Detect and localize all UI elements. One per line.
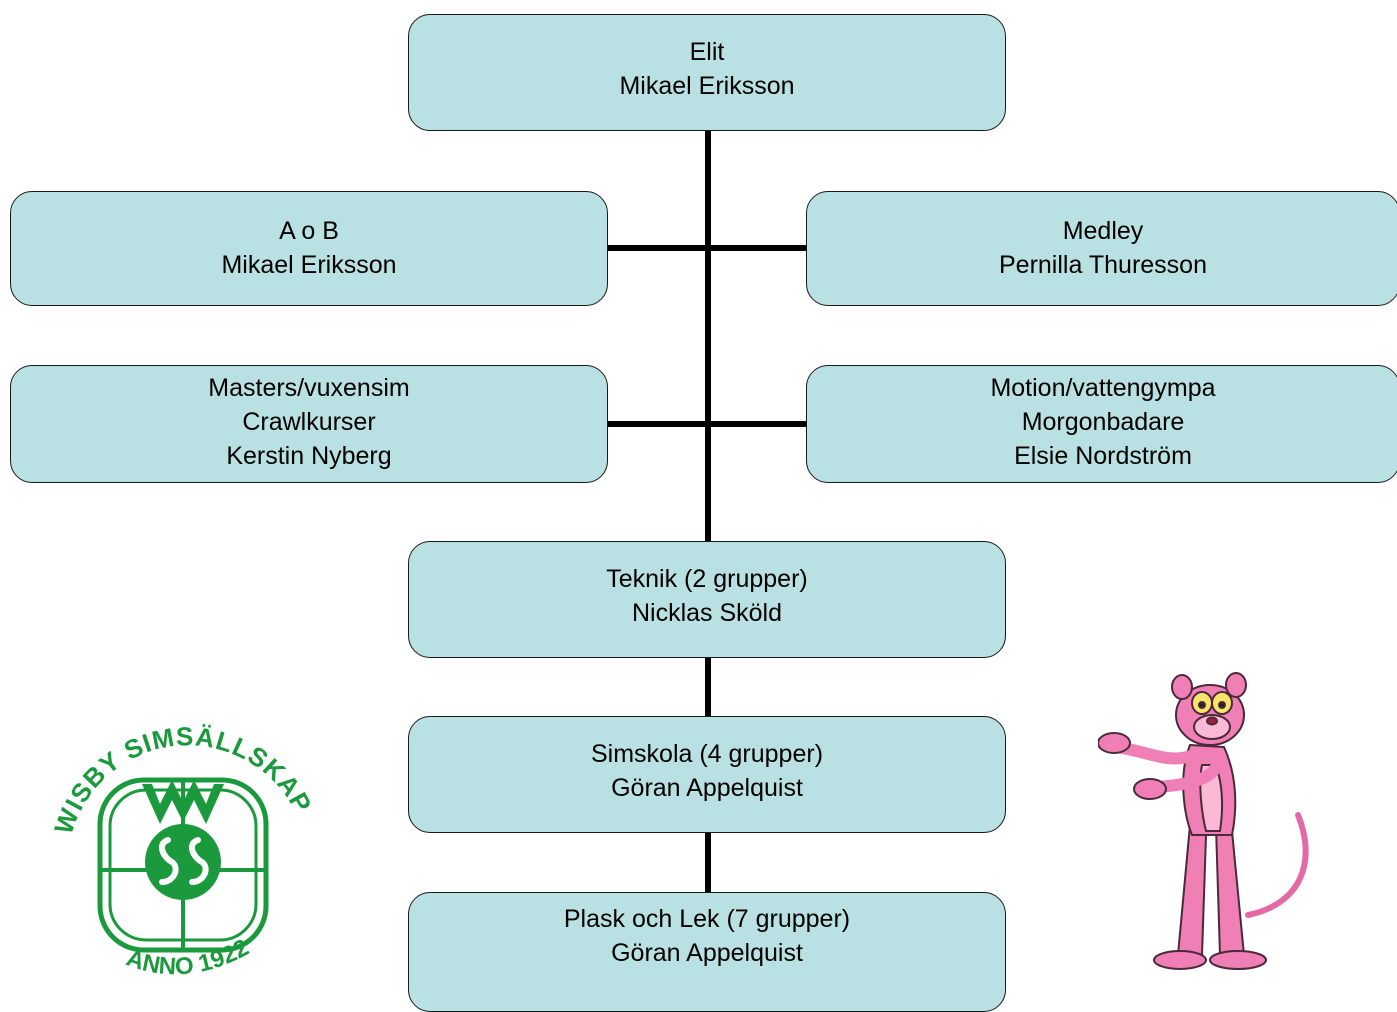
node-motion-subtitle: Morgonbadare <box>1021 408 1185 436</box>
node-elit-title: Elit <box>689 38 725 66</box>
node-simskola-leader: Göran Appelquist <box>611 774 803 802</box>
node-masters-leader: Kerstin Nyberg <box>226 442 392 470</box>
node-teknik: Teknik (2 grupper) Nicklas Sköld <box>408 541 1006 658</box>
node-motion-leader: Elsie Nordström <box>1014 442 1192 470</box>
pink-panther-icon <box>1098 672 1309 970</box>
node-elit: Elit Mikael Eriksson <box>408 14 1006 131</box>
node-plask-leader: Göran Appelquist <box>611 939 803 967</box>
node-simskola: Simskola (4 grupper) Göran Appelquist <box>408 716 1006 833</box>
node-masters: Masters/vuxensim Crawlkurser Kerstin Nyb… <box>10 365 608 483</box>
node-a-o-b-title: A o B <box>279 217 339 245</box>
node-simskola-title: Simskola (4 grupper) <box>590 740 824 768</box>
node-teknik-title: Teknik (2 grupper) <box>606 565 808 593</box>
node-plask-och-lek: Plask och Lek (7 grupper) Göran Appelqui… <box>408 892 1006 1012</box>
node-medley-leader: Pernilla Thuresson <box>999 251 1207 279</box>
node-masters-subtitle: Crawlkurser <box>242 408 376 436</box>
node-motion: Motion/vattengympa Morgonbadare Elsie No… <box>806 365 1397 483</box>
node-a-o-b-leader: Mikael Eriksson <box>221 251 397 279</box>
club-logo: WISBY SIMSÄLLSKAP ANNO 1922 <box>48 722 316 981</box>
node-plask-title: Plask och Lek (7 grupper) <box>563 905 851 933</box>
node-medley: Medley Pernilla Thuresson <box>806 191 1397 306</box>
node-motion-title: Motion/vattengympa <box>990 374 1216 402</box>
node-medley-title: Medley <box>1062 217 1144 245</box>
node-teknik-leader: Nicklas Sköld <box>631 599 783 627</box>
node-masters-title: Masters/vuxensim <box>208 374 410 402</box>
node-a-o-b: A o B Mikael Eriksson <box>10 191 608 306</box>
node-elit-leader: Mikael Eriksson <box>619 72 795 100</box>
